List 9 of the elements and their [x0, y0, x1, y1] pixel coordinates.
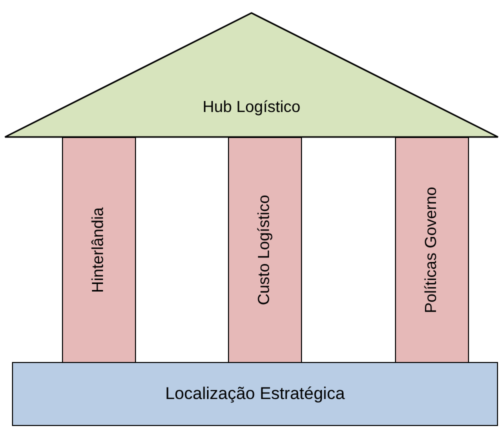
pillar [395, 137, 469, 363]
pillar-label: Hinterlândia [90, 207, 108, 293]
pillar [62, 137, 136, 363]
pillar-label: Políticas Governo [423, 186, 441, 314]
roof-label: Hub Logístico [202, 98, 300, 117]
foundation-label: Localização Estratégica [165, 384, 345, 404]
foundation-slab [12, 362, 498, 426]
pillar [228, 137, 302, 363]
pillar-label: Custo Logístico [256, 194, 274, 306]
